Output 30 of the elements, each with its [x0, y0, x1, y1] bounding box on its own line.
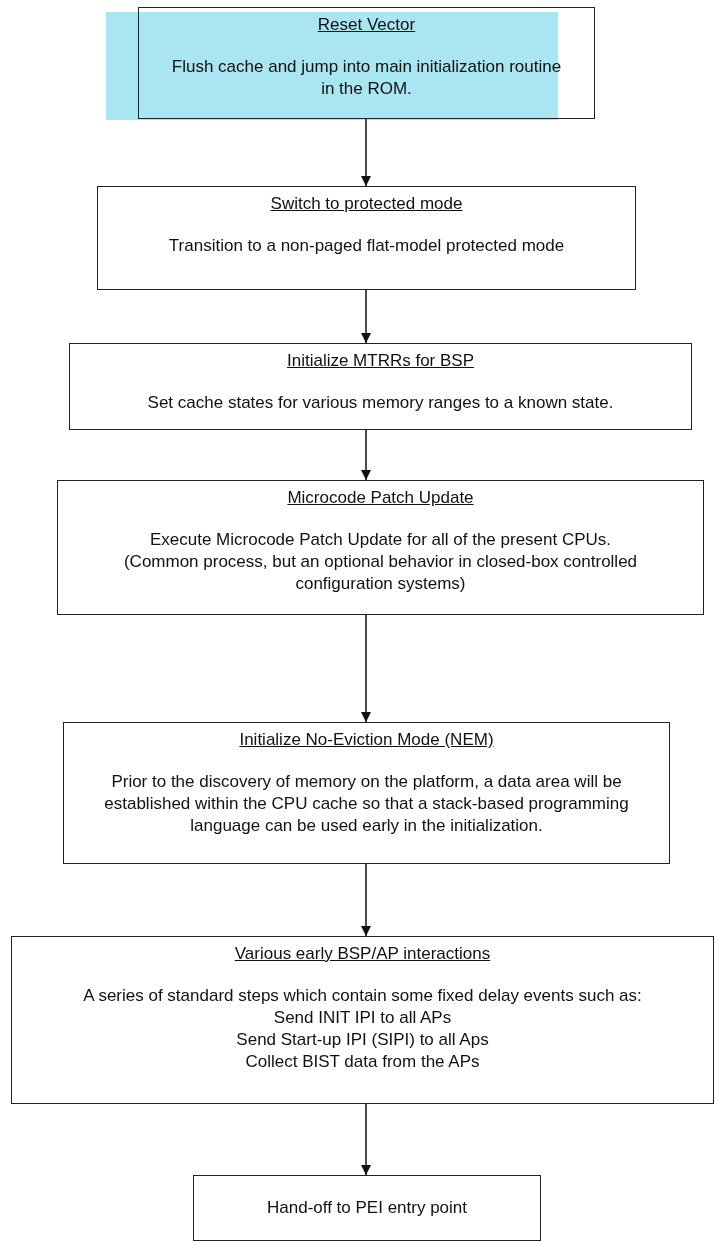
step-description: Set cache states for various memory ranges to a known state. [147, 392, 614, 414]
step-heading: Initialize No-Eviction Mode (NEM) [239, 729, 494, 751]
step-description: Execute Microcode Patch Update for all of the present CPUs. [149, 529, 612, 551]
step-description: A series of standard steps which contain some fixed delay events such as: [83, 985, 642, 1007]
step-heading: Initialize MTRRs for BSP [286, 350, 474, 372]
process-box [63, 722, 670, 864]
process-box [138, 7, 595, 119]
process-box [69, 343, 692, 430]
process-box [97, 186, 636, 290]
process-box [57, 480, 704, 615]
step-heading: Reset Vector [317, 14, 416, 36]
step-description: Flush cache and jump into main initialization routine in the ROM. [170, 56, 563, 100]
arrow [361, 118, 371, 187]
step-description: (Common process, but an optional behavior in closed-box controlled configuration systems) [122, 551, 639, 595]
arrow [361, 863, 371, 937]
arrow [361, 614, 371, 723]
step-description: Send Start-up IPI (SIPI) to all Aps [236, 1029, 489, 1051]
process-box [193, 1175, 541, 1241]
step-description: Prior to the discovery of memory on the platform, a data area will be established within the CPU cache so that a stack-based programming language can be used early in the initialization. [103, 771, 630, 837]
process-box [11, 936, 714, 1104]
arrow [361, 429, 371, 481]
step-description: Hand-off to PEI entry point [267, 1197, 467, 1219]
step-heading: Switch to protected mode [270, 193, 463, 215]
arrow [361, 1103, 371, 1176]
step-description: Send INIT IPI to all APs [273, 1007, 452, 1029]
arrow [361, 289, 371, 344]
step-heading: Microcode Patch Update [287, 487, 474, 509]
step-heading: Various early BSP/AP interactions [234, 943, 491, 965]
step-description: Transition to a non-paged flat-model protected mode [168, 235, 565, 257]
step-description: Collect BIST data from the APs [245, 1051, 480, 1073]
